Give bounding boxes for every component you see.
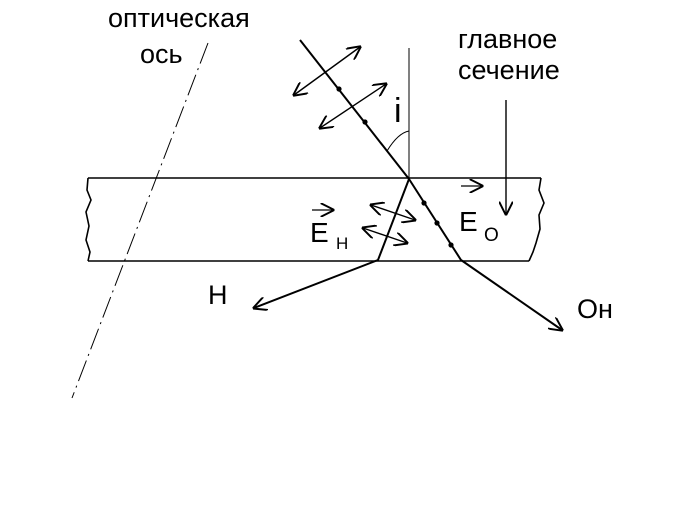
main-section-label: главное xyxy=(458,24,557,54)
extraordinary-ray xyxy=(254,178,410,308)
optic-axis-label: оптическая xyxy=(108,3,250,33)
incident-polarization-arrow xyxy=(294,47,360,95)
ordinary-ray xyxy=(408,178,562,330)
o-vector-label: E xyxy=(459,206,478,237)
extraordinary-polarization-arrow xyxy=(371,205,415,220)
crystal-plate xyxy=(85,177,545,262)
polarization-dot xyxy=(421,200,427,206)
angle-label: i xyxy=(394,92,402,130)
angle-arc xyxy=(386,130,410,152)
main-section-label: сечение xyxy=(458,55,560,85)
polarization-dot xyxy=(336,86,342,92)
extraordinary-polarization-arrow xyxy=(363,228,407,243)
e-vector-subscript: Н xyxy=(336,234,348,253)
incident-polarization-arrow xyxy=(320,84,386,128)
polarization-dot xyxy=(362,119,368,125)
polarization-dot xyxy=(434,220,440,226)
polarization-dot xyxy=(448,242,454,248)
plate-right-break xyxy=(528,177,545,262)
optic-axis-label: ось xyxy=(140,39,183,69)
ray-h-label: Н xyxy=(208,280,228,310)
plate-left-break xyxy=(85,177,92,262)
ray-o-label: Он xyxy=(577,294,613,324)
optic-axis-line xyxy=(71,42,209,399)
o-vector-subscript: O xyxy=(484,225,499,246)
e-vector-label: E xyxy=(310,217,329,248)
incident-ray xyxy=(299,39,410,180)
